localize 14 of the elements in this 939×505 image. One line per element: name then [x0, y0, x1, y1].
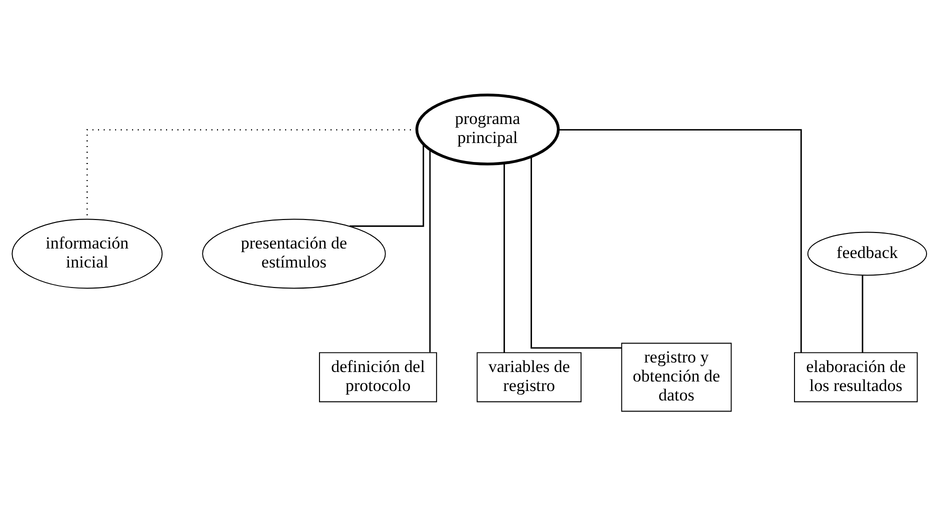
node-ellipse: presentación de estímulos: [202, 218, 386, 288]
connector: [530, 156, 622, 348]
node-ellipse: feedback: [807, 231, 928, 276]
node-box: definición del protocolo: [319, 352, 438, 402]
node-box: registro y obtención de datos: [621, 342, 732, 412]
node-ellipse: información inicial: [12, 218, 163, 288]
connector: [429, 149, 431, 352]
node-ellipse: programa principal: [415, 93, 560, 165]
connector: [558, 128, 802, 352]
connector: [862, 274, 864, 352]
connector: [504, 162, 505, 352]
connector: [350, 144, 424, 226]
node-box: variables de registro: [476, 352, 582, 402]
node-box: elaboración de los resultados: [794, 352, 918, 402]
